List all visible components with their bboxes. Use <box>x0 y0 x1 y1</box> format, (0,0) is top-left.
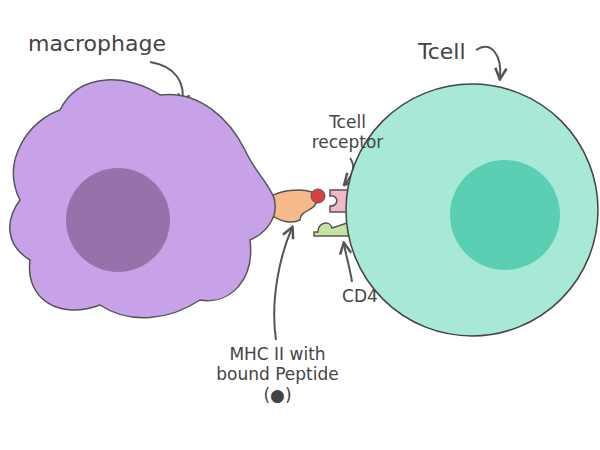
leader-arrow <box>344 244 352 282</box>
part-label: Tcell receptor <box>300 112 395 153</box>
peptide-dot <box>311 189 325 203</box>
cell-nucleus <box>66 168 170 272</box>
leader-arrow <box>274 228 292 340</box>
leader-arrow <box>476 47 500 78</box>
cell-outline <box>0 30 290 330</box>
cd4-molecule <box>314 222 350 236</box>
cell-nucleus <box>450 160 560 270</box>
cell-body <box>346 84 598 336</box>
macrophage-cell: macrophage <box>0 30 290 330</box>
cell-body <box>10 80 275 318</box>
part-label: MHC II with bound Peptide (●) <box>215 344 340 405</box>
cell-name: macrophage <box>28 32 166 56</box>
cell-name: Tcell <box>418 40 466 64</box>
part-label: CD4 <box>330 286 390 306</box>
